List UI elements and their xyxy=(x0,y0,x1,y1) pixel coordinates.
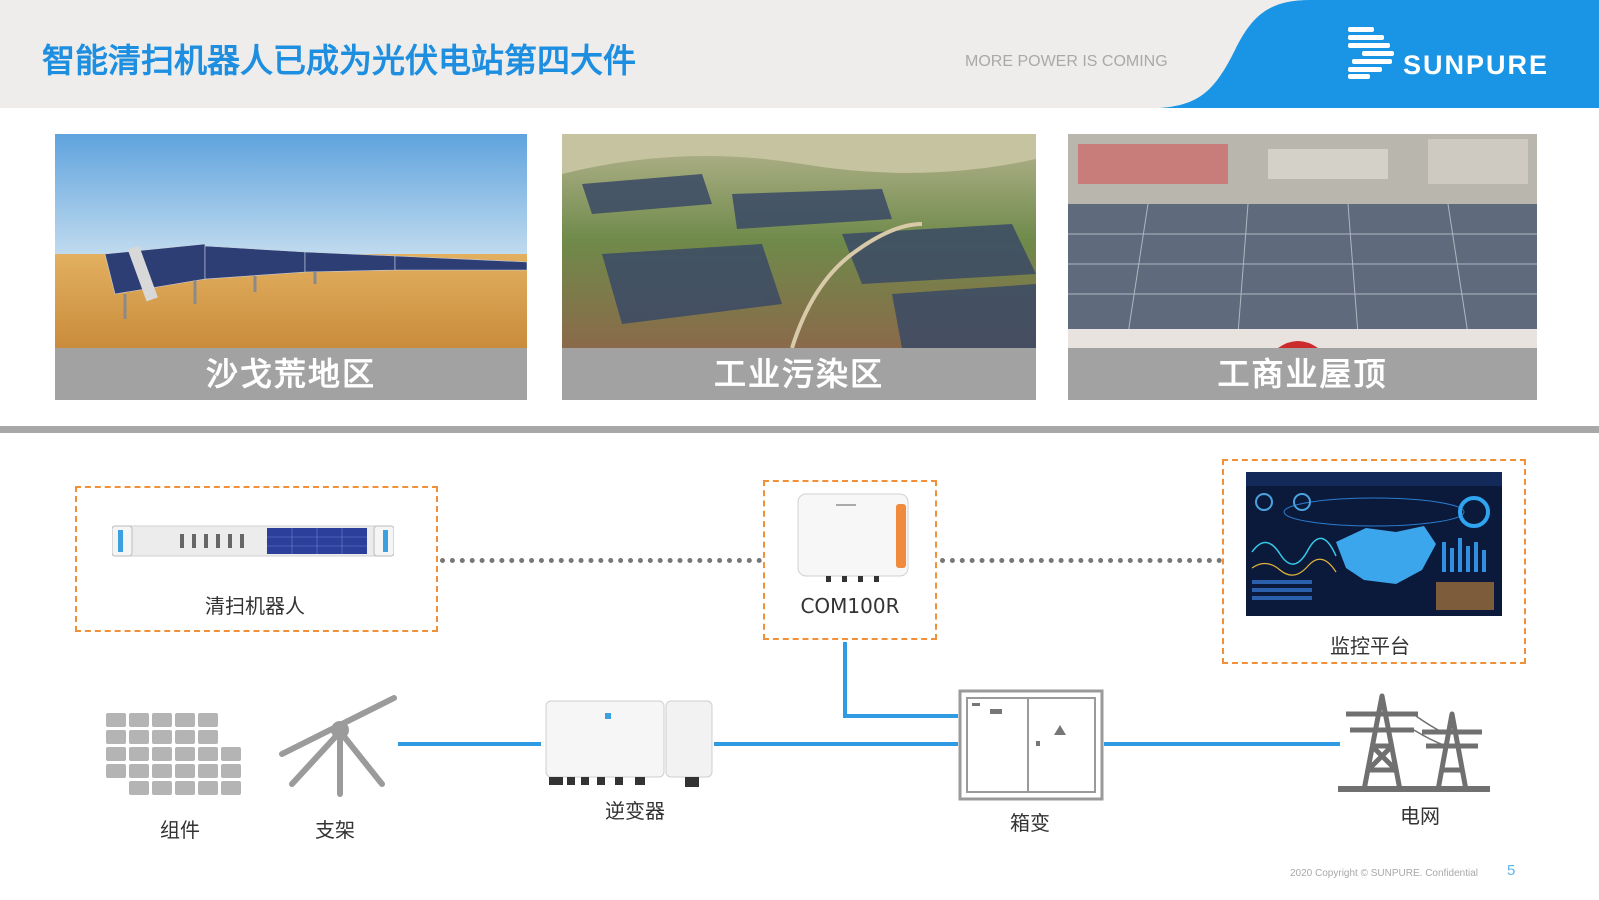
scenario-card-rooftop: 工商业屋顶 xyxy=(1068,134,1537,400)
section-divider xyxy=(0,426,1599,433)
tagline: MORE POWER IS COMING xyxy=(965,53,1168,70)
scenario-card-desert: 沙戈荒地区 xyxy=(55,134,527,400)
com100r-box xyxy=(763,480,937,640)
robot-com-link xyxy=(440,558,762,563)
monitor-label: 监控平台 xyxy=(1330,634,1410,658)
scenario-caption: 沙戈荒地区 xyxy=(55,348,527,400)
box-transformer-label: 箱变 xyxy=(1010,811,1050,835)
scenario-caption: 工业污染区 xyxy=(562,348,1036,400)
header-band: 智能清扫机器人已成为光伏电站第四大件 MORE POWER IS COMING … xyxy=(0,0,1599,108)
robot-label: 清扫机器人 xyxy=(205,594,305,618)
com-vertical-link xyxy=(843,642,847,718)
copyright: 2020 Copyright © SUNPURE. Confidential xyxy=(1290,868,1479,879)
desert-solar-farm-image xyxy=(55,134,527,348)
monitoring-dashboard-image xyxy=(1246,472,1502,616)
pv-module-icon xyxy=(106,713,241,795)
sunpure-logo-icon xyxy=(1348,27,1394,79)
com-monitor-link xyxy=(940,558,1222,563)
bracket-inverter-link xyxy=(398,742,541,746)
inverter-image xyxy=(545,700,713,787)
com-box-transformer-link xyxy=(843,714,958,718)
monitor-box xyxy=(1222,459,1526,664)
rooftop-solar-image xyxy=(1068,134,1537,348)
inverter-box-transformer-link xyxy=(714,742,958,746)
box-transformer-icon xyxy=(958,689,1104,801)
scenario-card-industrial: 工业污染区 xyxy=(562,134,1036,400)
power-grid-tower-icon xyxy=(1338,693,1490,792)
scenario-caption: 工商业屋顶 xyxy=(1068,348,1537,400)
inverter-label: 逆变器 xyxy=(605,799,665,823)
box-transformer-grid-link xyxy=(1104,742,1340,746)
page-number: 5 xyxy=(1507,862,1516,879)
mounting-bracket-icon xyxy=(279,695,397,797)
com100r-label: COM100R xyxy=(800,594,900,618)
grid-label: 电网 xyxy=(1400,804,1440,828)
robot-box xyxy=(75,486,438,632)
brand-name: SUNPURE xyxy=(1403,50,1550,80)
module-label: 组件 xyxy=(160,818,200,842)
page-title: 智能清扫机器人已成为光伏电站第四大件 xyxy=(42,41,636,80)
com100r-device-image xyxy=(797,493,909,582)
hillside-solar-farm-image xyxy=(562,134,1036,348)
bracket-label: 支架 xyxy=(315,818,355,842)
cleaning-robot-image xyxy=(112,525,394,557)
